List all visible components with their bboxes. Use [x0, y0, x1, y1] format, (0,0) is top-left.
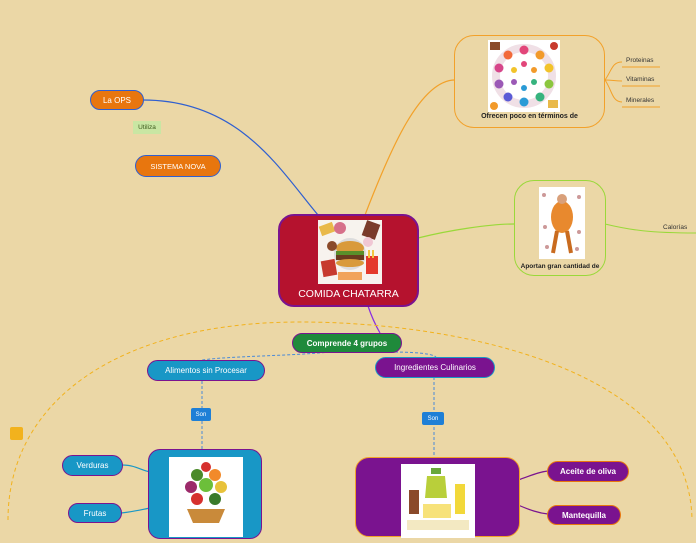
- unprocessed-node[interactable]: Alimentos sin Procesar: [147, 360, 265, 381]
- culinary-ingredients-image: [401, 464, 475, 538]
- calories-image: [539, 187, 585, 259]
- marker-square: [10, 427, 23, 440]
- nutrients-caption: Ofrecen poco en términos de: [481, 113, 578, 120]
- nova-node[interactable]: SISTEMA NOVA: [135, 155, 221, 177]
- vitamins-image: [488, 40, 560, 112]
- nutrient-minerales: Minerales: [626, 97, 655, 104]
- calories-label: Calorías: [663, 224, 688, 231]
- connector-lines: [7, 61, 696, 520]
- leaf-verduras[interactable]: Verduras: [62, 455, 123, 476]
- nutrient-vitaminas: Vitaminas: [626, 76, 655, 83]
- son-right-tag: Son: [422, 412, 444, 425]
- utiliza-label: Utiliza: [133, 121, 161, 134]
- ops-node[interactable]: La OPS: [90, 90, 144, 110]
- groups-node[interactable]: Comprende 4 grupos: [292, 333, 402, 353]
- culinary-node[interactable]: Ingredientes Culinarios: [375, 357, 495, 378]
- leaf-mantequilla[interactable]: Mantequilla: [547, 505, 621, 525]
- culinary-card[interactable]: [355, 457, 520, 538]
- nutrient-proteinas: Proteinas: [626, 57, 654, 64]
- junk-food-image: [318, 220, 382, 284]
- unprocessed-card[interactable]: [148, 449, 262, 539]
- leaf-frutas[interactable]: Frutas: [68, 503, 122, 523]
- son-left-tag: Son: [191, 408, 211, 421]
- leaf-aceite-de-oliva[interactable]: Aceite de oliva: [547, 461, 629, 482]
- calories-card[interactable]: Aportan gran cantidad de: [514, 180, 606, 276]
- nutrients-card[interactable]: Ofrecen poco en términos de: [454, 35, 605, 128]
- central-title: COMIDA CHATARRA: [298, 288, 399, 300]
- calories-caption: Aportan gran cantidad de: [520, 263, 600, 270]
- central-node[interactable]: COMIDA CHATARRA: [278, 214, 419, 307]
- fruits-vegetables-image: [169, 457, 243, 537]
